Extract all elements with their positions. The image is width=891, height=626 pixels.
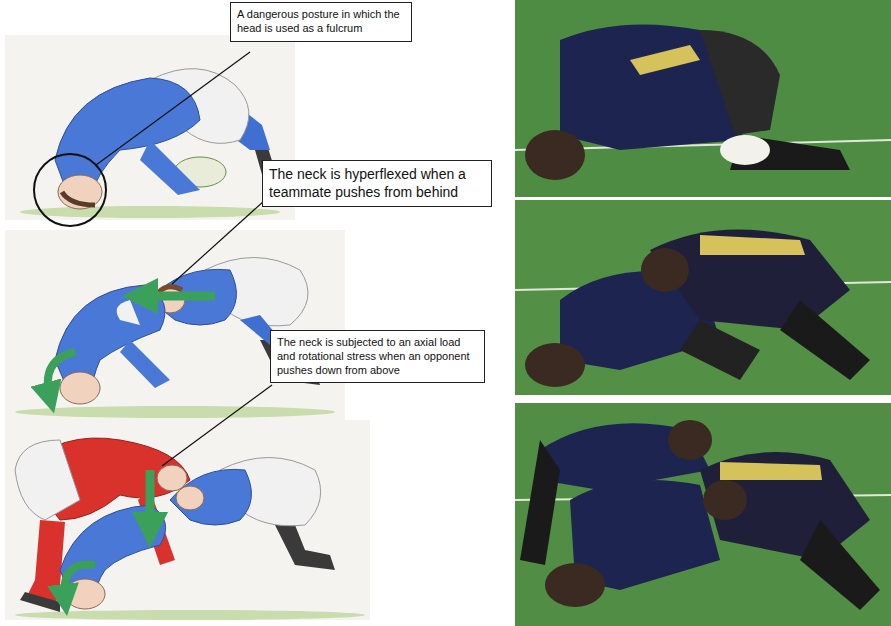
callout-text: A dangerous posture in which the head is… (237, 8, 405, 36)
callout-box: The neck is subjected to an axial load a… (270, 330, 485, 383)
callout-box: A dangerous posture in which the head is… (230, 2, 412, 42)
callout-text: The neck is hyperflexed when a teammate … (269, 166, 485, 201)
callout-box: The neck is hyperflexed when a teammate … (262, 160, 492, 207)
callout-text: The neck is subjected to an axial load a… (277, 336, 478, 377)
